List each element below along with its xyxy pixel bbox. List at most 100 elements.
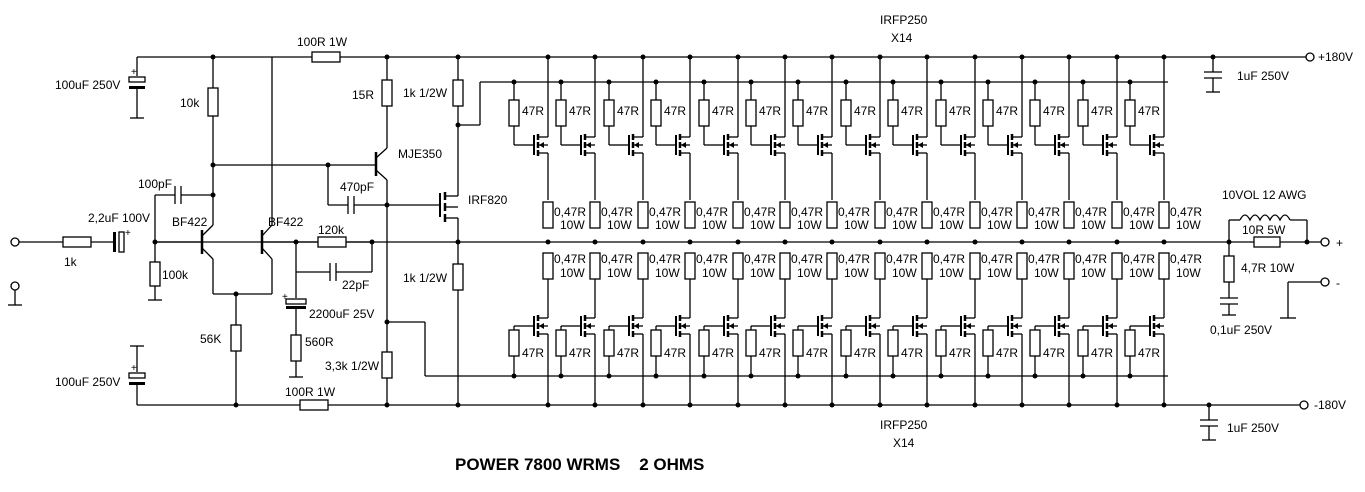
source-resistor-bottom-value: 0,47R [791, 252, 823, 266]
source-resistor-top-value: 0,47R [1028, 205, 1060, 219]
gate-resistor-top-label: 47R [712, 104, 734, 118]
source-resistor-bottom-value: 0,47R [981, 252, 1013, 266]
mosfet-bottom-6 [761, 315, 785, 337]
gate-resistor-top-label: 47R [901, 104, 923, 118]
resistor-560r [290, 334, 302, 362]
positive-rail-label: +180V [1318, 50, 1353, 64]
output-plus-terminal[interactable] [1320, 237, 1330, 247]
svg-text:+: + [125, 228, 131, 239]
source-resistor-bottom-value: 0,47R [1028, 252, 1060, 266]
differential-pair: BF422 BF422 56K 10k 100pF [138, 54, 372, 408]
source-resistor-top-power: 10W [1129, 218, 1154, 232]
gate-resistor-bottom [1029, 329, 1041, 357]
gate-resistor-top [603, 99, 615, 127]
gate-resistor-top [1077, 99, 1089, 127]
output-inductor [1239, 214, 1291, 222]
gate-resistor-bottom-label: 47R [806, 346, 828, 360]
cap-22pf-label: 22pF [342, 278, 369, 292]
gate-resistor-top-label: 47R [996, 104, 1018, 118]
bottom-bank-count-label: X14 [893, 436, 915, 450]
q1-label: BF422 [172, 215, 208, 229]
resistor-15r [381, 79, 393, 107]
source-resistor-bottom-value: 0,47R [886, 252, 918, 266]
bottom-filter-cap-label: 100uF 250V [55, 375, 120, 389]
source-resistor-top-power: 10W [987, 218, 1012, 232]
gate-resistor-top [650, 99, 662, 127]
mosfet-bottom-5 [714, 315, 738, 337]
positive-rail-terminal[interactable] [1305, 52, 1315, 62]
gate-resistor-bottom [982, 329, 994, 357]
bottom-bank-type-label: IRFP250 [880, 418, 928, 432]
input-resistor-label: 1k [64, 255, 78, 269]
source-resistor-top-value: 0,47R [649, 205, 681, 219]
gate-resistor-bottom-label: 47R [569, 346, 591, 360]
mosfet-top-3 [619, 134, 643, 156]
mosfet-top-5 [714, 134, 738, 156]
gate-resistor-bottom [840, 329, 852, 357]
inductor-label: 10VOL 12 AWG [1222, 188, 1307, 202]
gate-resistor-bottom-label: 47R [1043, 346, 1065, 360]
source-resistor-top [921, 201, 933, 229]
mosfet-top-10 [951, 134, 975, 156]
output-resistor [1253, 236, 1281, 248]
source-resistor-bottom-value: 0,47R [744, 252, 776, 266]
source-resistor-top-power: 10W [655, 218, 680, 232]
cap-470pf-label: 470pF [340, 180, 374, 194]
bias-resistor-label: 100k [162, 268, 189, 282]
emitter-resistor [230, 324, 242, 352]
negative-rail-terminal[interactable] [1299, 400, 1309, 410]
source-resistor-bottom-value: 0,47R [601, 252, 633, 266]
negative-rail-label: -180V [1314, 398, 1346, 412]
resistor-560r-label: 560R [305, 335, 334, 349]
resistor-1k-top-label: 1k 1/2W [403, 86, 448, 100]
source-resistor-top-power: 10W [939, 218, 964, 232]
gate-resistor-top-label: 47R [759, 104, 781, 118]
input-terminal[interactable] [10, 237, 20, 247]
input-cap-label: 2,2uF 100V [88, 211, 150, 225]
source-resistor-top-power: 10W [1034, 218, 1059, 232]
source-resistor-top [1016, 201, 1028, 229]
output-minus-terminal[interactable] [1320, 277, 1330, 287]
source-resistor-bottom-power: 10W [1081, 266, 1106, 280]
mosfet-bottom-9 [903, 315, 927, 337]
source-resistor-top-value: 0,47R [744, 205, 776, 219]
top-bank-count-label: X14 [891, 31, 913, 45]
source-resistor-bottom-power: 10W [1129, 266, 1154, 280]
top-bank-type-label: IRFP250 [880, 13, 928, 27]
mosfet-bottom-11 [998, 315, 1022, 337]
top-rail-cap-label: 1uF 250V [1237, 69, 1289, 83]
source-resistor-bottom-value: 0,47R [1170, 252, 1202, 266]
source-resistor-bottom [732, 252, 744, 280]
zobel-resistor [1223, 255, 1235, 283]
input-section: 1k + 2,2uF 100V 100k [8, 211, 189, 306]
source-resistor-top [589, 201, 601, 229]
source-resistor-bottom [637, 252, 649, 280]
source-resistor-bottom [969, 252, 981, 280]
gate-resistor-bottom-label: 47R [759, 346, 781, 360]
source-resistor-top [874, 201, 886, 229]
source-resistor-top [732, 201, 744, 229]
top-filter-resistor-label: 100R 1W [297, 35, 348, 49]
gate-resistor-bottom-label: 47R [949, 346, 971, 360]
svg-text:+: + [131, 67, 137, 78]
resistor-1k-bottom-label: 1k 1/2W [403, 271, 448, 285]
ground-terminal[interactable] [10, 281, 20, 291]
gate-resistor-top-label: 47R [1043, 104, 1065, 118]
source-resistor-top-power: 10W [560, 218, 585, 232]
source-resistor-top-value: 0,47R [696, 205, 728, 219]
mosfet-bottom-2 [571, 315, 595, 337]
gate-resistor-bottom-label: 47R [1091, 346, 1113, 360]
source-resistor-top [684, 201, 696, 229]
output-minus-label: - [1336, 276, 1340, 290]
source-resistor-top-value: 0,47R [1123, 205, 1155, 219]
source-resistor-top-value: 0,47R [981, 205, 1013, 219]
source-resistor-top-value: 0,47R [886, 205, 918, 219]
gate-resistor-bottom [555, 329, 567, 357]
